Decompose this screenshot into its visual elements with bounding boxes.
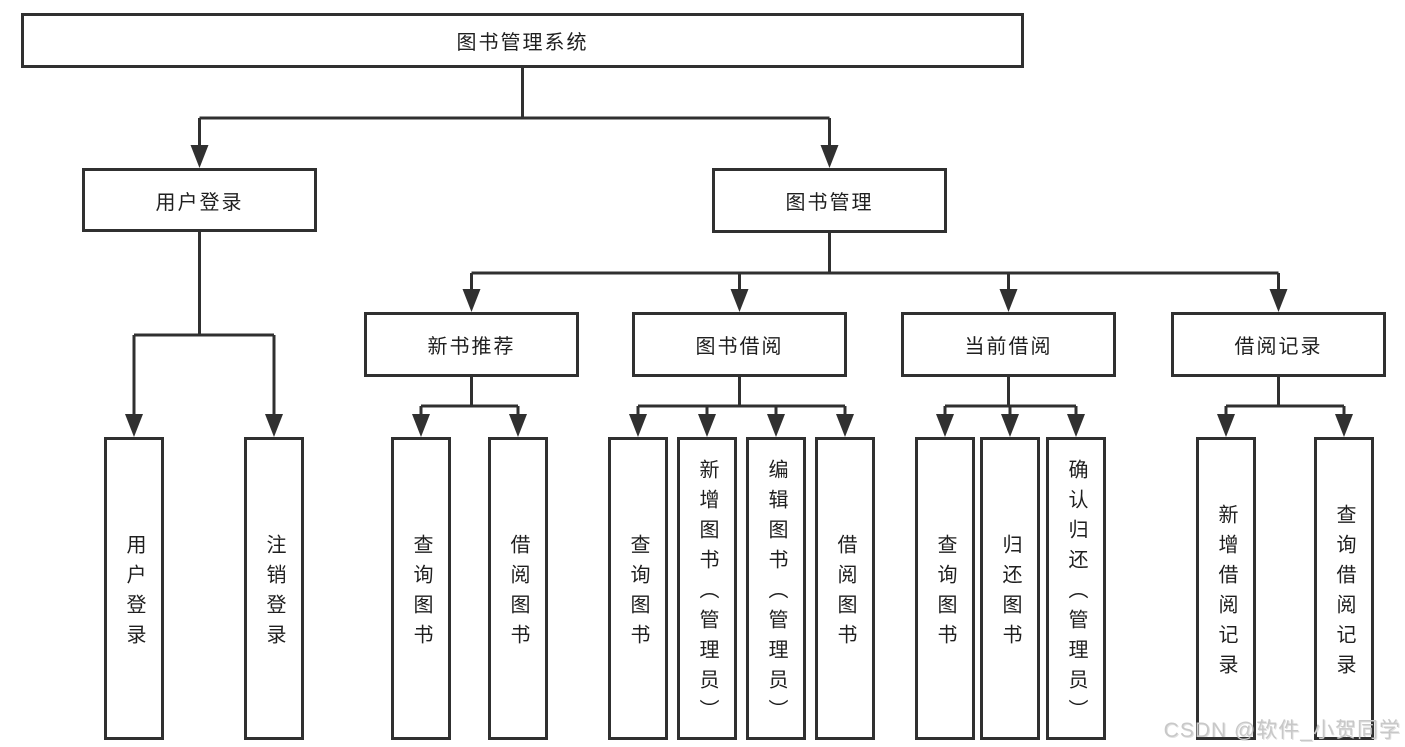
node-query-books-recommend: 查询图书 [391,437,451,740]
node-user-login-label: 用户登录 [155,191,244,214]
node-query-books-borrowing-label: 查询图书 [627,533,649,654]
node-root: 图书管理系统 [21,13,1024,68]
node-borrow-books-leaf: 借阅图书 [815,437,875,740]
node-query-borrow-record: 查询借阅记录 [1314,437,1374,740]
node-new-book-recommendation: 新书推荐 [364,312,579,377]
node-query-books-borrowing: 查询图书 [608,437,668,740]
node-query-books-current-label: 查询图书 [934,533,956,654]
node-logout: 注销登录 [244,437,304,740]
node-borrow-books-leaf-label: 借阅图书 [834,533,856,654]
node-root-label: 图书管理系统 [456,32,589,54]
node-add-borrow-record: 新增借阅记录 [1196,437,1256,740]
node-confirm-return-admin-label: 确认归还（管理员） [1065,458,1087,729]
node-book-management: 图书管理 [712,168,947,233]
node-book-borrowing: 图书借阅 [632,312,847,377]
node-query-books-recommend-label: 查询图书 [410,533,432,654]
node-query-borrow-record-label: 查询借阅记录 [1333,503,1355,684]
node-user-login: 用户登录 [82,168,317,232]
node-edit-book-admin: 编辑图书（管理员） [746,437,806,740]
csdn-watermark: CSDN @软件_小贺同学 [1163,719,1401,742]
node-borrowing-records-label: 借阅记录 [1234,336,1323,358]
node-add-borrow-record-label: 新增借阅记录 [1215,503,1237,684]
node-new-book-recommendation-label: 新书推荐 [427,336,516,358]
node-edit-book-admin-label: 编辑图书（管理员） [765,458,787,729]
node-current-borrowing-label: 当前借阅 [964,336,1053,358]
node-add-book-admin-label: 新增图书（管理员） [696,458,718,729]
node-current-borrowing: 当前借阅 [901,312,1116,377]
node-add-book-admin: 新增图书（管理员） [677,437,737,740]
node-confirm-return-admin: 确认归还（管理员） [1046,437,1106,740]
node-user-login-leaf-label: 用户登录 [123,533,145,654]
node-return-books-label: 归还图书 [999,533,1021,654]
node-borrow-books-recommend: 借阅图书 [488,437,548,740]
node-user-login-leaf: 用户登录 [104,437,164,740]
node-borrowing-records: 借阅记录 [1171,312,1386,377]
node-logout-label: 注销登录 [263,533,285,654]
node-borrow-books-recommend-label: 借阅图书 [507,533,529,654]
node-book-borrowing-label: 图书借阅 [695,336,784,358]
node-return-books: 归还图书 [980,437,1040,740]
node-query-books-current: 查询图书 [915,437,975,740]
node-book-management-label: 图书管理 [785,192,874,214]
arrowheads [125,145,1353,437]
